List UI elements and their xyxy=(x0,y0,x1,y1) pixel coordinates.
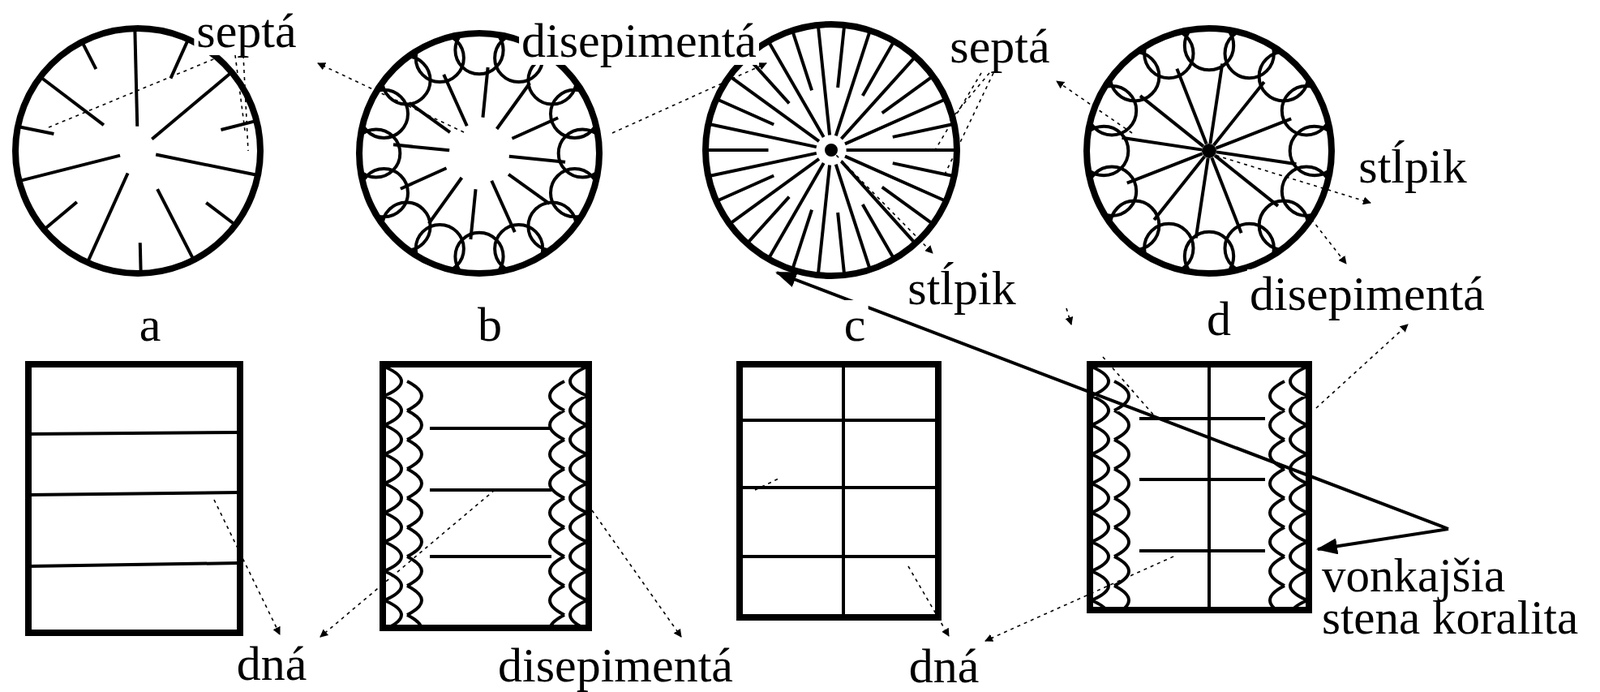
septum xyxy=(1153,156,1205,220)
septum xyxy=(508,174,550,204)
columella xyxy=(1203,145,1215,157)
septum xyxy=(1196,158,1209,239)
label: septá xyxy=(947,21,1052,71)
septum xyxy=(892,124,955,138)
septa-and-dissepiments xyxy=(17,21,1339,644)
label: disepimentá xyxy=(495,640,736,690)
septum xyxy=(837,212,845,275)
label: d xyxy=(1204,294,1234,344)
septum xyxy=(443,74,468,126)
septum xyxy=(845,156,947,202)
septum xyxy=(408,102,450,133)
septum xyxy=(43,201,78,230)
septum xyxy=(792,210,812,271)
label: a xyxy=(137,300,164,349)
septum xyxy=(393,144,450,151)
septum xyxy=(1209,64,1223,145)
septum xyxy=(40,77,104,125)
septum xyxy=(1127,153,1203,183)
dissepiment xyxy=(1269,366,1308,610)
label: dná xyxy=(906,641,983,691)
septum xyxy=(155,154,258,175)
septum xyxy=(1122,137,1203,151)
septum xyxy=(862,204,895,259)
label: dná xyxy=(234,639,310,688)
label: c xyxy=(841,300,869,349)
septum xyxy=(1216,151,1297,164)
septum xyxy=(836,30,871,137)
septum xyxy=(716,175,774,202)
label: vonkajšia stena koralita xyxy=(1319,553,1596,639)
septum xyxy=(511,117,558,139)
septum xyxy=(400,167,447,189)
septum xyxy=(746,197,790,245)
septum xyxy=(170,38,189,78)
dissepiment-ring xyxy=(1079,21,1339,281)
septum xyxy=(151,72,232,139)
dissepiment xyxy=(384,366,422,628)
septum xyxy=(1214,155,1279,206)
dissepiment-column xyxy=(549,366,588,628)
dissepiment xyxy=(1259,201,1309,250)
dissepiment xyxy=(549,366,588,628)
septum xyxy=(491,180,515,232)
septum xyxy=(497,82,531,129)
septum xyxy=(134,28,138,127)
label: b xyxy=(475,300,505,349)
label: stĺpik xyxy=(1355,141,1469,191)
septum xyxy=(837,25,845,88)
septum xyxy=(882,187,934,225)
dissepiment xyxy=(527,201,576,250)
label: disepimentá xyxy=(1247,269,1488,318)
dissepiment xyxy=(1259,51,1309,101)
septum xyxy=(87,173,129,263)
septum xyxy=(1213,81,1265,146)
septum xyxy=(846,148,957,152)
dissepiment xyxy=(1110,51,1159,101)
label: stĺpik xyxy=(905,263,1018,313)
septum xyxy=(818,164,830,275)
septum xyxy=(768,41,824,138)
septum xyxy=(482,67,488,118)
tabulae xyxy=(28,364,1266,618)
dissepiment-column xyxy=(384,366,422,628)
septum xyxy=(19,155,121,182)
dissepiment xyxy=(1110,201,1159,250)
septum xyxy=(792,30,812,91)
septum xyxy=(705,148,769,152)
leader-lines xyxy=(48,53,1408,641)
septum xyxy=(1176,68,1206,145)
corallite-walls xyxy=(15,24,1332,633)
label: septá xyxy=(193,6,299,56)
septum xyxy=(707,153,816,176)
dissepiment-column xyxy=(1269,366,1308,610)
dissepiment xyxy=(381,201,430,250)
septum xyxy=(138,242,143,274)
septum xyxy=(509,156,566,163)
septum xyxy=(1215,118,1292,148)
septum xyxy=(470,188,476,240)
septum xyxy=(1140,95,1204,146)
septum xyxy=(81,42,96,70)
label: disepimentá xyxy=(519,16,760,65)
septum xyxy=(205,202,236,225)
septum xyxy=(818,25,830,136)
septum xyxy=(157,188,194,260)
septum xyxy=(17,126,54,134)
septum xyxy=(1211,157,1241,233)
septum xyxy=(428,177,463,224)
septum xyxy=(220,120,257,130)
